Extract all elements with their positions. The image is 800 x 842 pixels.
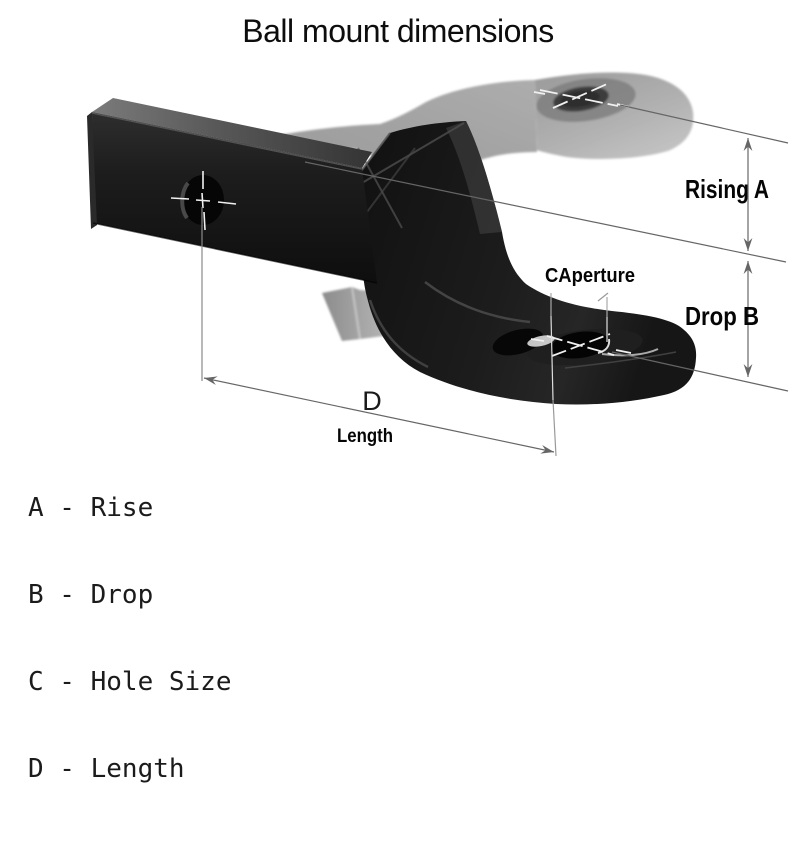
diagram-canvas: Ball mount dimensions (28, 13, 789, 784)
length-dimension-arrow (203, 376, 555, 454)
label-length: Length (337, 426, 393, 447)
extension-line-length-right (552, 399, 557, 457)
ghost-fragment-crease (351, 286, 361, 340)
crosshairs (170, 83, 632, 357)
ball-hole-crosshair-icon (530, 333, 632, 357)
legend-item-length: D - Length (28, 754, 185, 784)
shank-front-face (92, 112, 377, 283)
web-crease-highlight (344, 122, 465, 194)
extension-line-middle (304, 161, 787, 263)
pin-hole-crescent (180, 181, 190, 220)
ball-hole-rim-highlight (597, 338, 611, 354)
aperture-tick (597, 292, 609, 302)
platform-streak-highlight (601, 348, 659, 357)
elbow-highlight (368, 299, 429, 369)
label-d: D (362, 386, 382, 416)
label-drop-b: Drop B (685, 301, 759, 331)
extension-line-top (619, 104, 789, 144)
page-title: Ball mount dimensions (242, 13, 554, 49)
web-right-sheen (446, 121, 502, 234)
mount-body (87, 98, 697, 405)
platform-dark-reflection (492, 328, 544, 356)
shank-end-cap (87, 112, 97, 229)
label-rising-a: Rising A (685, 174, 769, 204)
extension-line-bottom (611, 351, 789, 392)
pin-hole-crosshair-icon (170, 171, 237, 231)
label-c-aperture: CAperture (545, 265, 635, 287)
shank-bottom-edge (92, 222, 378, 284)
platform-front-edge (564, 351, 677, 369)
elbow-fold-highlight (424, 281, 531, 324)
legend: A - Rise B - Drop C - Hole Size D - Leng… (28, 436, 232, 842)
dimension-lines (201, 104, 789, 457)
ball-mount-diagram: Rising A Drop B CAperture D Length (87, 72, 789, 457)
legend-item-drop: B - Drop (28, 580, 154, 610)
shank-top-face (92, 98, 372, 168)
legend-item-hole-size: C - Hole Size (28, 667, 232, 697)
legend-item-rise: A - Rise (28, 493, 154, 523)
shank-edge-highlight (91, 112, 363, 170)
